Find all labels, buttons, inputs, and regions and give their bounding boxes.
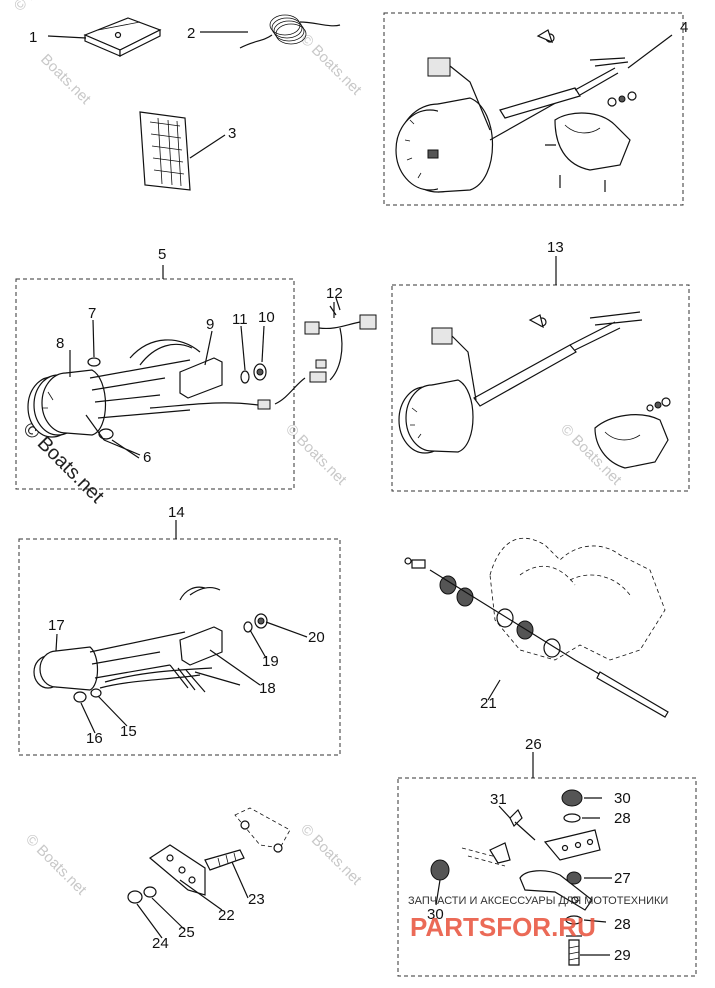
watermark-text: © Boats.net [297, 821, 365, 889]
callout-30: 30 [427, 906, 444, 923]
part-4-tachometer-kit [395, 29, 673, 193]
callout-29: 29 [614, 947, 631, 964]
callout-labels: 1 2 3 4 5 6 7 8 9 10 11 12 13 14 15 16 1… [29, 19, 688, 964]
group-box-4 [383, 12, 684, 206]
callout-18: 18 [259, 680, 276, 697]
callout-28: 28 [614, 810, 631, 827]
watermark-text: Boats.net [37, 51, 94, 108]
part-22-23-bracket [127, 807, 291, 904]
callout-25: 25 [178, 924, 195, 941]
callout-22: 22 [218, 907, 235, 924]
callout-6: 6 [143, 449, 151, 466]
group-box-14 [18, 538, 341, 756]
callout-27: 27 [614, 870, 631, 887]
callout-17: 17 [48, 617, 65, 634]
callout-7: 7 [88, 305, 96, 322]
callout-13: 13 [547, 239, 564, 256]
callout-14: 14 [168, 504, 185, 521]
callout-26: 26 [525, 736, 542, 753]
part-2-coil [200, 14, 341, 49]
brand-overlay: ЗАПЧАСТИ И АКСЕССУАРЫ ДЛЯ МОТОТЕХНИКИ PA… [408, 895, 668, 942]
part-14-trim-gauge-kit [33, 586, 268, 703]
callout-10: 10 [258, 309, 275, 326]
leader-lines [55, 256, 612, 956]
watermark-text: © Boats.net [282, 421, 350, 489]
part-3-decal [139, 111, 226, 191]
group-box-13 [391, 284, 690, 492]
callout-8: 8 [56, 335, 64, 352]
callout-19: 19 [262, 653, 279, 670]
callout-5: 5 [158, 246, 166, 263]
callout-15: 15 [120, 723, 137, 740]
callout-31: 31 [490, 791, 507, 808]
callout-1: 1 [29, 29, 37, 46]
group-box-26 [397, 777, 697, 977]
callout-28: 28 [614, 916, 631, 933]
watermark-text: © Boats.net [297, 31, 365, 99]
callout-23: 23 [248, 891, 265, 908]
watermark-text: © Boats.net [11, 0, 79, 15]
callout-30: 30 [614, 790, 631, 807]
part-1-pouch [47, 17, 162, 57]
callout-21: 21 [480, 695, 497, 712]
callout-2: 2 [187, 25, 195, 42]
callout-9: 9 [206, 316, 214, 333]
callout-12: 12 [326, 285, 343, 302]
callout-16: 16 [86, 730, 103, 747]
callout-24: 24 [152, 935, 169, 952]
part-21-bracket-assembly [404, 537, 669, 718]
watermark-text: © Boats.net [22, 831, 90, 899]
brand-logo: PARTSFOR.RU [410, 912, 596, 942]
callout-11: 11 [232, 311, 248, 328]
callout-20: 20 [308, 629, 325, 646]
brand-tagline: ЗАПЧАСТИ И АКСЕССУАРЫ ДЛЯ МОТОТЕХНИКИ [408, 895, 668, 907]
part-5-trim-gauge-kit [27, 339, 271, 456]
group-box-5 [15, 278, 295, 490]
part-12-harness [274, 297, 377, 405]
callout-4: 4 [680, 19, 688, 36]
callout-3: 3 [228, 125, 236, 142]
part-13-tachometer-kit [398, 311, 671, 469]
